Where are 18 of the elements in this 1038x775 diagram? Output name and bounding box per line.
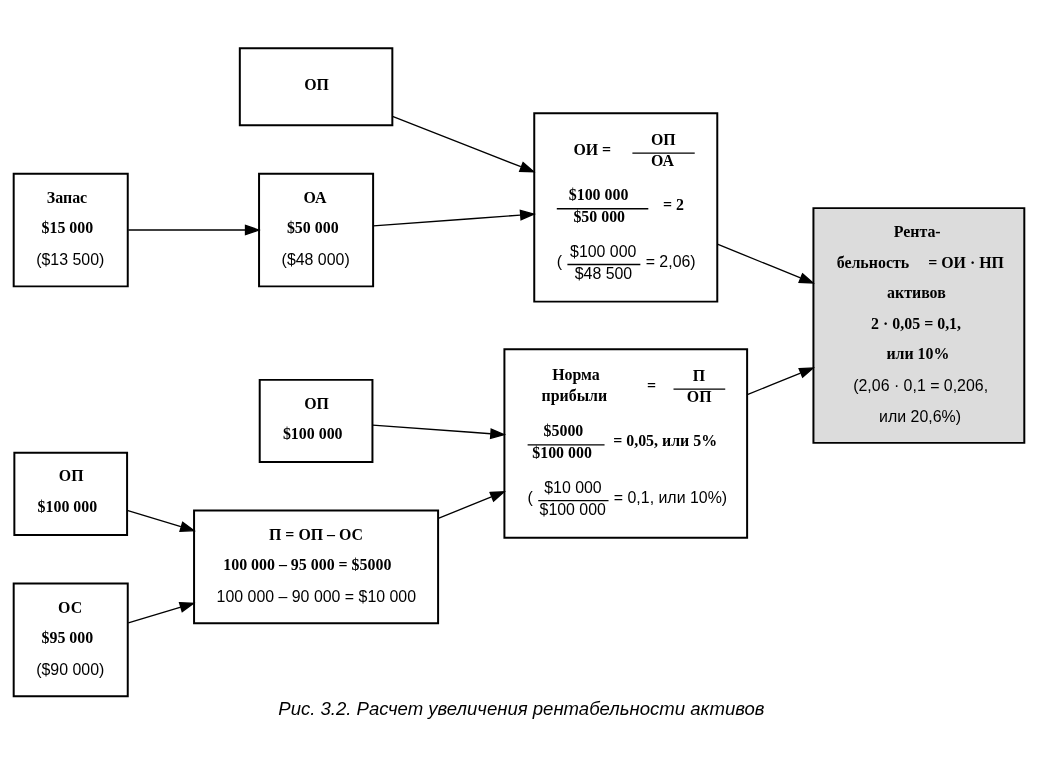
arrow <box>716 243 815 284</box>
arrow <box>127 601 196 624</box>
arrow <box>391 115 536 173</box>
arrow <box>437 491 506 519</box>
node-box: ОП <box>238 47 394 127</box>
arrow <box>127 224 261 236</box>
node-box: Рента- бельность = ОИ · НП активов 2 · 0,05 = 0,1, или 10% (2,06 · 0,1 = 0,206, или 20,6%) <box>812 207 1026 444</box>
caption: Рис. 3.2. Расчет увеличения рентабельности активов <box>278 698 765 720</box>
arrow <box>126 509 196 532</box>
node-box: ОП $100 000 <box>258 378 374 464</box>
arrow <box>372 424 507 440</box>
node-box: Запас $15 000 ($13 500) <box>12 172 129 288</box>
arrow <box>746 367 815 396</box>
node-box: ОП $100 000 <box>13 451 129 537</box>
node-box: ОС $95 000 ($90 000) <box>12 582 129 698</box>
arrow <box>372 209 536 227</box>
node-box: ОА $50 000 ($48 000) <box>258 172 375 288</box>
node-box: П = ОП – ОС 100 000 – 95 000 = $5000 100 000 – 90 000 = $10 000 <box>193 509 440 625</box>
